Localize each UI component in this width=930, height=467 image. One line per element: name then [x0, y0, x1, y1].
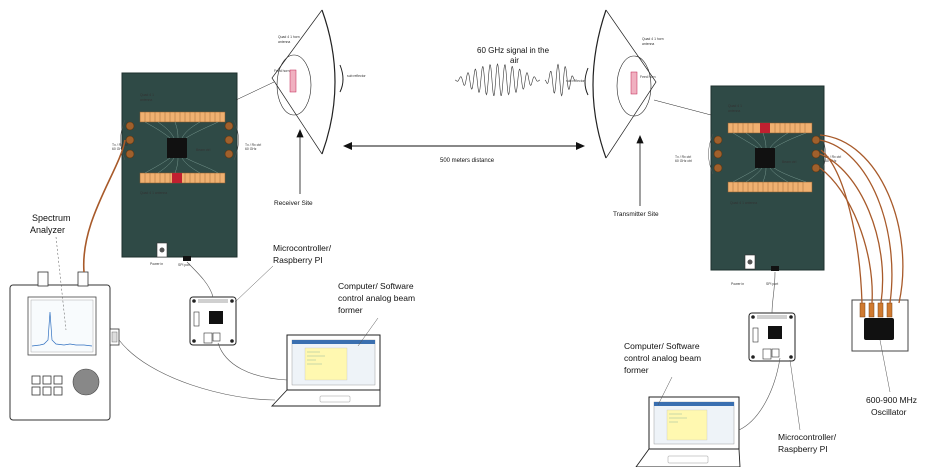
right-laptop-icon: [635, 396, 741, 467]
left-raspberry-pi-icon: [189, 296, 237, 346]
svg-text:antenna: antenna: [642, 42, 654, 46]
oscillator-icon: [851, 299, 909, 352]
spectrum-analyzer-label-line1: Spectrum: [32, 213, 71, 223]
svg-text:Beam ctrl: Beam ctrl: [782, 160, 797, 164]
microcontroller-right-label-line1: Microcontroller/: [778, 432, 837, 442]
svg-text:Beam ctrl: Beam ctrl: [196, 148, 211, 152]
signal-label-line1: 60 GHz signal in the: [477, 46, 550, 55]
svg-text:antenna: antenna: [278, 40, 290, 44]
svg-text:60 GHz: 60 GHz: [245, 147, 257, 151]
svg-text:Quad 4 1 antenna: Quad 4 1 antenna: [140, 191, 167, 195]
svg-text:SPI port: SPI port: [766, 282, 778, 286]
right-raspberry-pi-icon: [748, 312, 796, 362]
oscillator-label-line2: Oscillator: [871, 407, 907, 417]
svg-text:Quad 4 1: Quad 4 1: [728, 104, 742, 108]
svg-text:Quad 4 1 antenna: Quad 4 1 antenna: [730, 201, 757, 205]
computer-right-label-line2: control analog beam: [624, 353, 701, 363]
svg-text:sub reflector: sub reflector: [566, 79, 586, 83]
microcontroller-right-label-line2: Raspberry PI: [778, 444, 828, 454]
spectrum-analyzer-icon: [9, 271, 120, 421]
left-laptop-icon: [270, 334, 381, 407]
svg-text:Tx / Rx ctrl: Tx / Rx ctrl: [112, 143, 128, 147]
microcontroller-left-label-line1: Microcontroller/: [273, 243, 332, 253]
microcontroller-left-label-line2: Raspberry PI: [273, 255, 323, 265]
computer-left-label-line2: control analog beam: [338, 293, 415, 303]
left-beamformer-board-icon: Quad 4 1 antenna Quad 4 1 antenna Tx / R…: [112, 72, 261, 267]
signal-label-line2: air: [510, 56, 519, 65]
computer-left-label-line3: former: [338, 305, 363, 315]
spectrum-analyzer-label-line2: Analyzer: [30, 225, 65, 235]
distance-arrow: [343, 142, 585, 150]
right-beamformer-board-icon: Quad 4 1 antenna Quad 4 1 antenna Tx / R…: [675, 85, 841, 286]
svg-text:Quad 4 1 horn: Quad 4 1 horn: [642, 37, 664, 41]
rf-signal-wave-icon: [454, 63, 576, 97]
transmitter-site-label: Transmitter Site: [613, 211, 659, 218]
svg-text:Tx / Rx ctrl: Tx / Rx ctrl: [245, 143, 261, 147]
svg-text:SPI port: SPI port: [178, 263, 190, 267]
svg-text:Quad 4 1 horn: Quad 4 1 horn: [278, 35, 300, 39]
distance-label: 500 meters distance: [440, 158, 495, 164]
svg-text:60 GHz: 60 GHz: [112, 147, 124, 151]
computer-right-label-line3: former: [624, 365, 649, 375]
computer-left-label-line1: Computer/ Software: [338, 281, 414, 291]
oscillator-label-line1: 600-900 MHz: [866, 395, 917, 405]
svg-text:antenna: antenna: [728, 109, 740, 113]
svg-text:60 GHz ctrl: 60 GHz ctrl: [675, 159, 692, 163]
svg-text:antenna: antenna: [140, 98, 152, 102]
svg-text:Tx / Rx ctrl: Tx / Rx ctrl: [675, 155, 691, 159]
svg-text:Tx / Rx ctrl: Tx / Rx ctrl: [825, 155, 841, 159]
computer-right-label-line1: Computer/ Software: [624, 341, 700, 351]
svg-text:Feed horn: Feed horn: [640, 75, 656, 79]
svg-text:Feed horn: Feed horn: [274, 69, 290, 73]
svg-text:Power in: Power in: [731, 282, 744, 286]
svg-text:sub reflector: sub reflector: [347, 74, 367, 78]
transmitter-dish-reflector-icon: Quad 4 1 horn antenna Feed horn sub refl…: [566, 9, 712, 159]
svg-text:Power in: Power in: [150, 262, 163, 266]
receiver-dish-reflector-icon: Quad 4 1 horn antenna Feed horn sub refl…: [235, 9, 367, 155]
receiver-site-label: Receiver Site: [274, 200, 313, 207]
svg-text:Quad 4 1: Quad 4 1: [140, 93, 154, 97]
